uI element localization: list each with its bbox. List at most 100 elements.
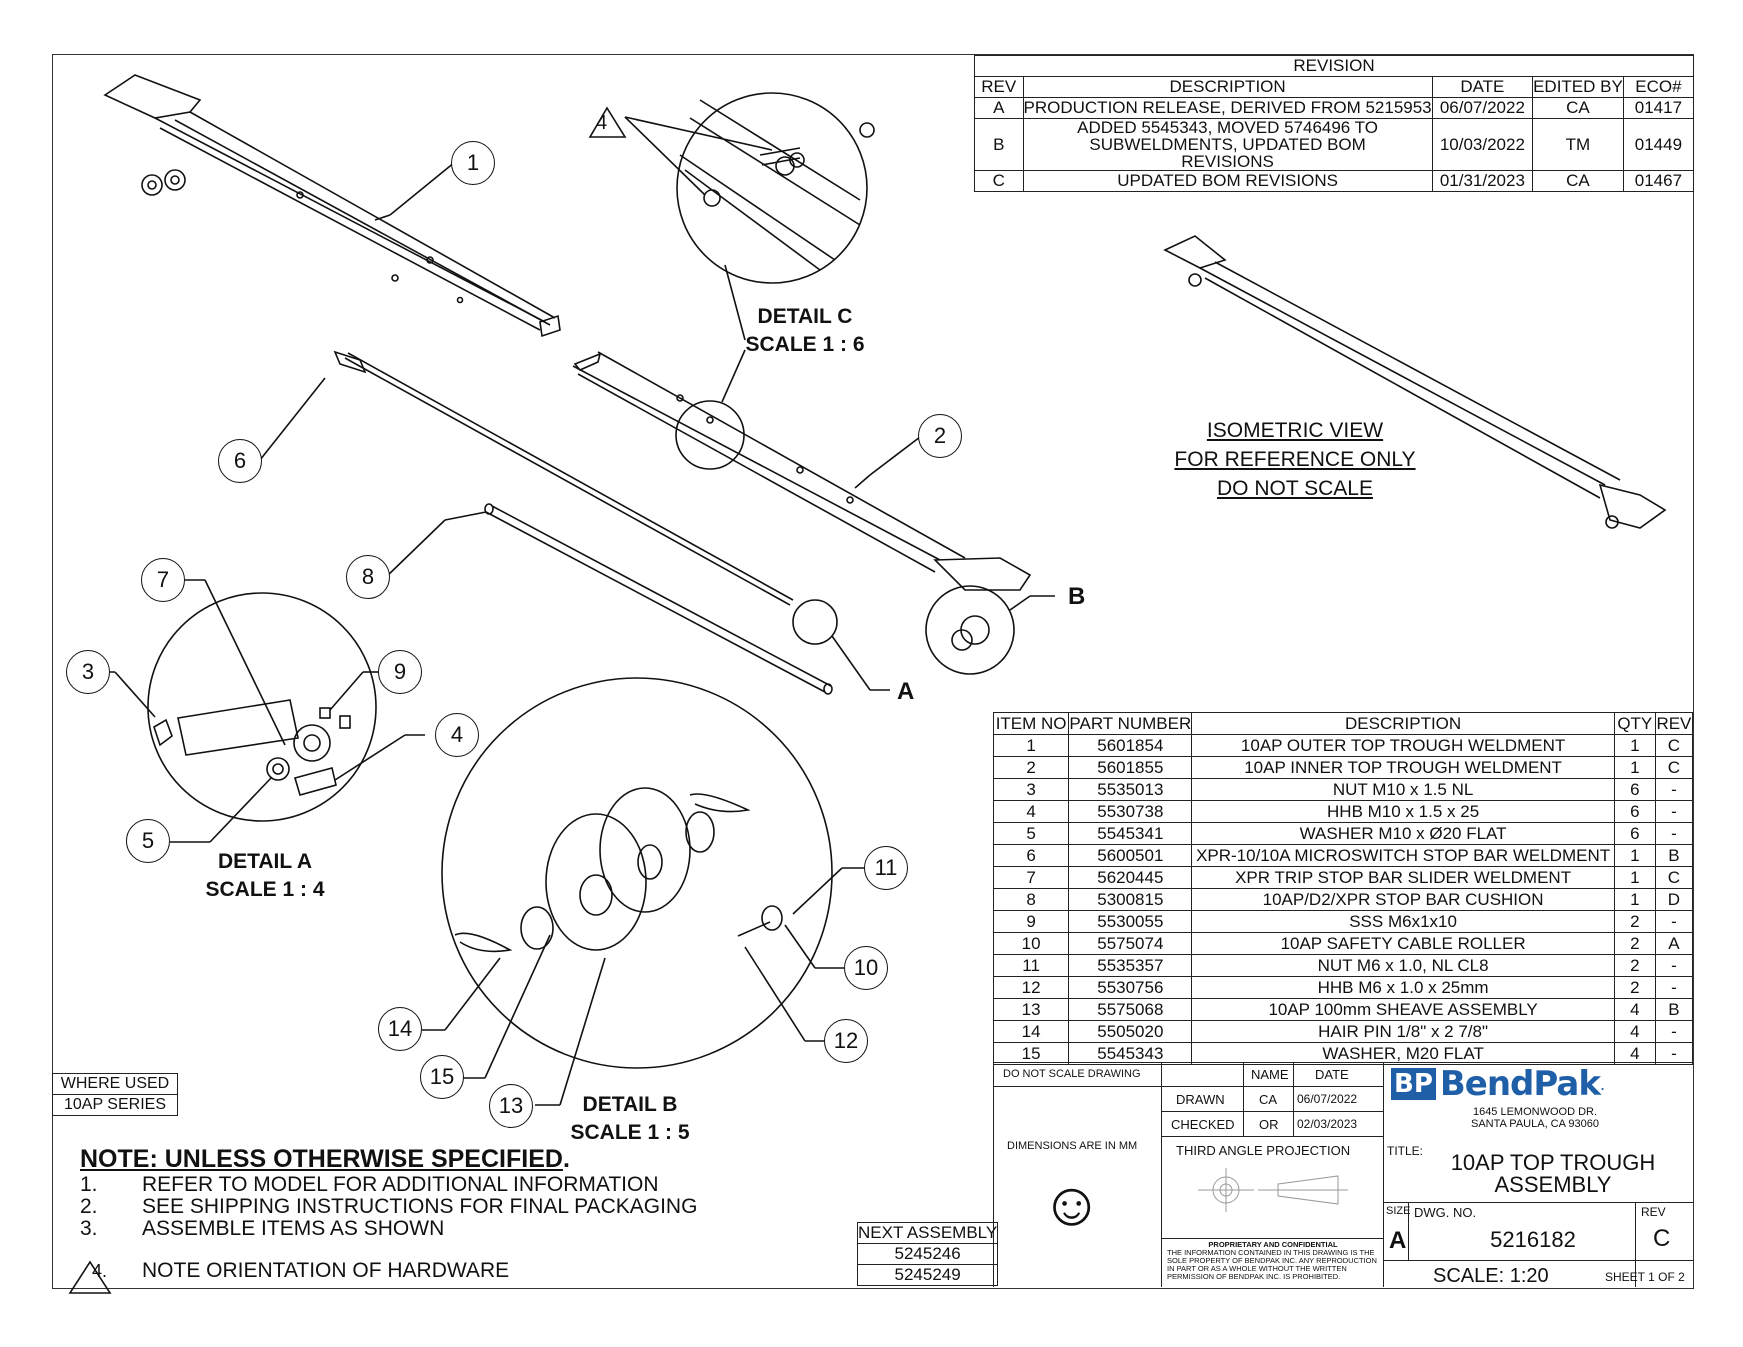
description-col-header: DESCRIPTION bbox=[1191, 712, 1615, 735]
callout-balloon-12: 12 bbox=[824, 1019, 868, 1063]
callout-balloon-11: 11 bbox=[864, 846, 908, 890]
where-used-value: 10AP SERIES bbox=[52, 1094, 178, 1116]
iso-note-line-1: ISOMETRIC VIEW bbox=[1206, 419, 1384, 442]
callout-balloon-13: 13 bbox=[489, 1084, 533, 1128]
revision-cell: CA bbox=[1532, 97, 1624, 119]
revision-header-row: REV DESCRIPTION DATE EDITED BY ECO# bbox=[974, 76, 1695, 98]
bom-cell: 5505020 bbox=[1068, 1020, 1193, 1043]
next-assembly-table: NEXT ASSEMBLY 5245246 5245249 bbox=[856, 1222, 999, 1286]
note-item: 4.NOTE ORIENTATION OF HARDWARE bbox=[80, 1256, 840, 1286]
bom-cell: 5601854 bbox=[1068, 734, 1193, 757]
logo-dot: . bbox=[1599, 1073, 1605, 1094]
bom-cell: 10AP/D2/XPR STOP BAR CUSHION bbox=[1191, 888, 1615, 911]
company-address: 1645 LEMONWOOD DR. SANTA PAULA, CA 93060 bbox=[1405, 1106, 1665, 1130]
detail-a-reference bbox=[792, 599, 838, 645]
bom-cell: 2 bbox=[992, 756, 1070, 779]
revision-cell: 01467 bbox=[1622, 170, 1695, 192]
bom-cell: 6 bbox=[992, 844, 1070, 867]
bom-cell: 13 bbox=[992, 998, 1070, 1021]
callout-balloon-10: 10 bbox=[844, 946, 888, 990]
drawing-title-line-1: 10AP TOP TROUGH bbox=[1450, 1150, 1656, 1175]
bom-cell: 3 bbox=[992, 778, 1070, 801]
note-number: 3. bbox=[80, 1217, 98, 1240]
revision-cell: 01449 bbox=[1622, 118, 1695, 171]
qty-col-header: QTY bbox=[1613, 712, 1656, 735]
bom-cell: 5530756 bbox=[1068, 976, 1193, 999]
note-number: 2. bbox=[80, 1195, 98, 1218]
callout-balloon-3: 3 bbox=[66, 650, 110, 694]
detail-a-view bbox=[147, 592, 377, 822]
bom-cell: 5530055 bbox=[1068, 910, 1193, 933]
bom-cell: D bbox=[1654, 888, 1694, 911]
bom-cell: 5600501 bbox=[1068, 844, 1193, 867]
bom-cell: 1 bbox=[992, 734, 1070, 757]
note-4-flag-label: 4 bbox=[596, 112, 608, 134]
next-assembly-value: 5245246 bbox=[856, 1243, 999, 1265]
bom-cell: 12 bbox=[992, 976, 1070, 999]
bom-cell: C bbox=[1654, 866, 1694, 889]
bom-header-row: ITEM NO PART NUMBER DESCRIPTION QTY REV bbox=[992, 712, 1694, 735]
callout-balloon-14: 14 bbox=[378, 1007, 422, 1051]
part-number-col-header: PART NUMBER bbox=[1068, 712, 1193, 735]
bom-cell: A bbox=[1654, 932, 1694, 955]
stop-bar-rod-part bbox=[333, 350, 794, 606]
revision-cell: PRODUCTION RELEASE, DERIVED FROM 5215953 bbox=[1022, 97, 1433, 119]
bom-cell: 2 bbox=[1613, 910, 1656, 933]
bom-cell: B bbox=[1654, 844, 1694, 867]
drawing-number: 5216182 bbox=[1490, 1227, 1576, 1252]
revision-cell: UPDATED BOM REVISIONS bbox=[1022, 170, 1433, 192]
outer-trough-part bbox=[103, 74, 561, 338]
note-triangle-notes bbox=[68, 1260, 112, 1294]
bom-cell: 15 bbox=[992, 1042, 1070, 1065]
bom-cell: 5535357 bbox=[1068, 954, 1193, 977]
proprietary-text: THE INFORMATION CONTAINED IN THIS DRAWIN… bbox=[1167, 1248, 1377, 1281]
bom-cell: XPR TRIP STOP BAR SLIDER WELDMENT bbox=[1191, 866, 1615, 889]
notes-heading: NOTE: UNLESS OTHERWISE SPECIFIED bbox=[80, 1145, 563, 1173]
note-text: ASSEMBLE ITEMS AS SHOWN bbox=[142, 1217, 445, 1240]
next-assembly-label: NEXT ASSEMBLY bbox=[856, 1222, 999, 1244]
drawing-border bbox=[52, 54, 1694, 1289]
callout-balloon-2: 2 bbox=[918, 414, 962, 458]
detail-a-title: DETAIL A bbox=[217, 850, 313, 873]
revision-title: REVISION bbox=[974, 55, 1694, 77]
revision-row: A PRODUCTION RELEASE, DERIVED FROM 52159… bbox=[974, 97, 1695, 119]
proprietary-notice: PROPRIETARY AND CONFIDENTIAL THE INFORMA… bbox=[1167, 1241, 1379, 1281]
detail-b-title: DETAIL B bbox=[582, 1093, 678, 1116]
bom-cell: C bbox=[1654, 734, 1694, 757]
bom-cell: 1 bbox=[1613, 866, 1656, 889]
revision-cell: 06/07/2022 bbox=[1431, 97, 1534, 119]
note-item: 1.REFER TO MODEL FOR ADDITIONAL INFORMAT… bbox=[80, 1174, 840, 1196]
bom-cell: B bbox=[1654, 998, 1694, 1021]
bom-cell: 10AP INNER TOP TROUGH WELDMENT bbox=[1191, 756, 1615, 779]
detail-a-label: DETAIL A SCALE 1 : 4 bbox=[190, 848, 340, 904]
bom-cell: 1 bbox=[1613, 756, 1656, 779]
bom-cell: - bbox=[1654, 822, 1694, 845]
name-header: NAME bbox=[1251, 1067, 1289, 1082]
bom-cell: 5545341 bbox=[1068, 822, 1193, 845]
drawn-date: 06/07/2022 bbox=[1297, 1092, 1358, 1106]
dwg-no-label: DWG. NO. bbox=[1414, 1205, 1477, 1220]
checked-date: 02/03/2023 bbox=[1297, 1117, 1358, 1131]
description-col-header: DESCRIPTION bbox=[1022, 76, 1433, 98]
rev-col-header: REV bbox=[974, 76, 1024, 98]
callout-balloon-15: 15 bbox=[420, 1055, 464, 1099]
bom-cell: 1 bbox=[1613, 734, 1656, 757]
checked-label: CHECKED bbox=[1171, 1117, 1235, 1132]
bom-cell: 5530738 bbox=[1068, 800, 1193, 823]
bendpak-logo: BP BendPak . bbox=[1391, 1067, 1605, 1101]
bom-cell: 11 bbox=[992, 954, 1070, 977]
do-not-scale-label: DO NOT SCALE DRAWING bbox=[1003, 1068, 1141, 1080]
callout-balloon-7: 7 bbox=[141, 558, 185, 602]
iso-note-line-3: DO NOT SCALE bbox=[1217, 477, 1373, 500]
drawn-label: DRAWN bbox=[1176, 1092, 1225, 1107]
checked-name: OR bbox=[1259, 1117, 1279, 1132]
revision-cell: CA bbox=[1532, 170, 1624, 192]
where-used-table: WHERE USED 10AP SERIES bbox=[52, 1073, 178, 1116]
detail-c-view bbox=[676, 92, 875, 284]
bom-cell: - bbox=[1654, 976, 1694, 999]
title-block: DO NOT SCALE DRAWING NAME DATE DRAWN CA … bbox=[993, 1062, 1693, 1287]
dimensions-note: DIMENSIONS ARE IN MM bbox=[1007, 1140, 1138, 1152]
